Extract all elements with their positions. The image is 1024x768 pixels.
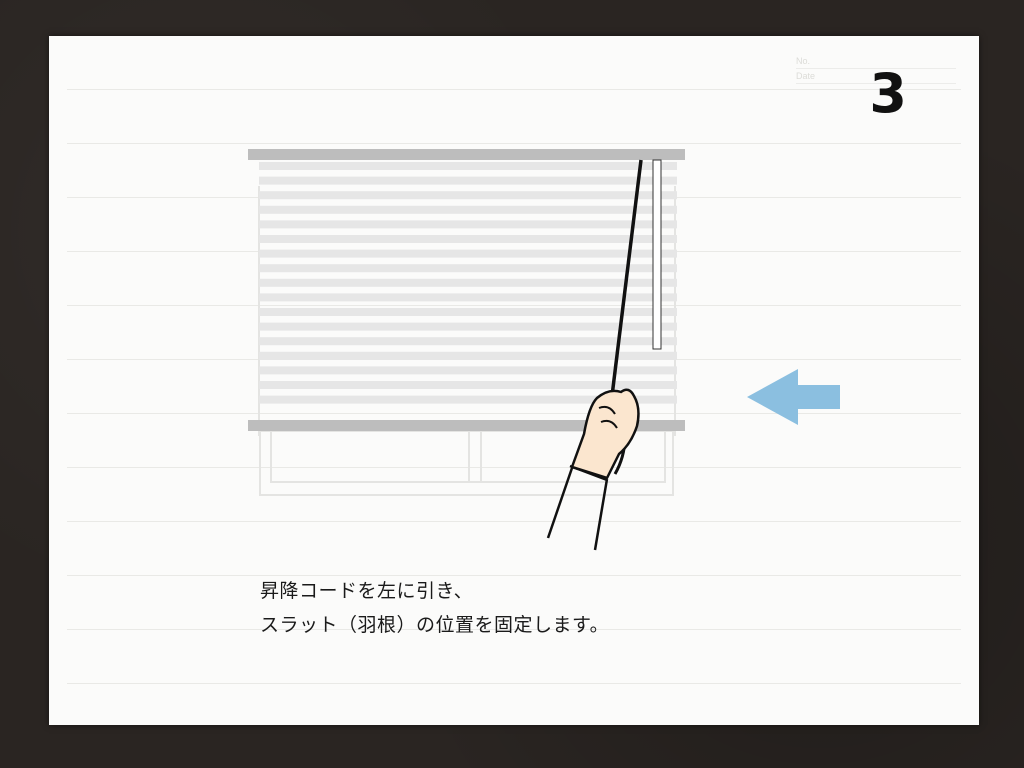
instruction-line-2: スラット（羽根）の位置を固定します。 <box>260 614 610 636</box>
slat <box>259 220 677 229</box>
slat <box>259 278 677 287</box>
slat <box>259 322 677 331</box>
step-number: 3 <box>869 62 907 125</box>
slat <box>259 395 677 404</box>
slat <box>259 308 677 316</box>
tilt-wand <box>652 159 662 350</box>
slat <box>259 176 677 185</box>
lift-cord <box>610 159 643 397</box>
slat <box>259 249 677 258</box>
slat <box>259 381 677 389</box>
slat <box>259 205 677 214</box>
blind-illustration <box>248 149 840 551</box>
slat <box>259 264 677 273</box>
slat <box>259 366 677 375</box>
hand-pulling-cord-icon <box>570 388 640 480</box>
head-rail <box>248 149 685 160</box>
bottom-rail <box>248 420 685 431</box>
slat <box>259 162 677 170</box>
date-label: Date <box>796 69 956 84</box>
slat <box>259 351 677 360</box>
arrow-left-icon <box>747 369 840 425</box>
instruction-page: No. Date 3 <box>49 36 979 725</box>
slat <box>259 337 677 346</box>
blind-slats <box>259 162 677 404</box>
slat <box>259 235 677 243</box>
slat <box>259 191 677 200</box>
no-date-field: No. Date <box>796 54 956 84</box>
slat <box>259 293 677 302</box>
arm-sleeve <box>546 464 609 551</box>
instruction-text: 昇降コードを左に引き、 スラット（羽根）の位置を固定します。 <box>260 574 609 642</box>
instruction-line-1: 昇降コードを左に引き、 <box>260 580 474 602</box>
no-label: No. <box>796 54 956 69</box>
